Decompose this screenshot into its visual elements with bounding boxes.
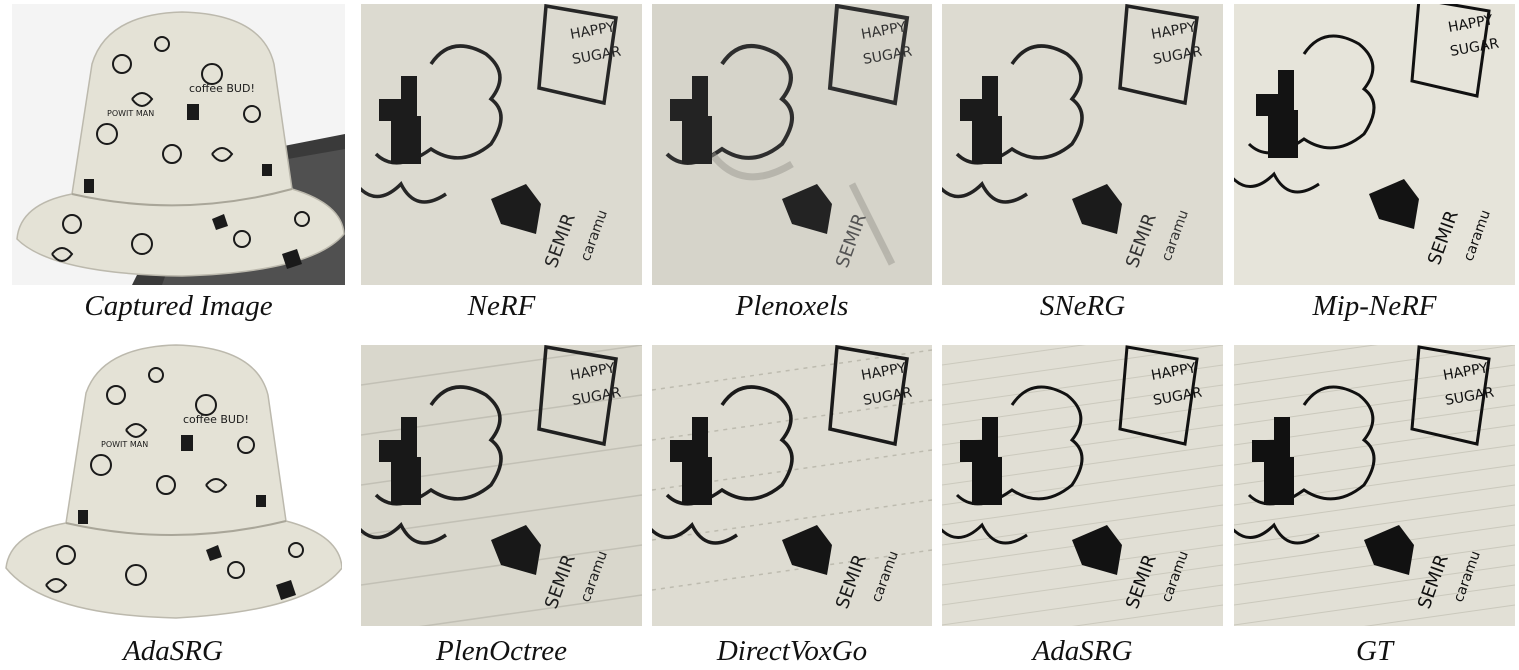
svg-text:coffee BUD!: coffee BUD! xyxy=(189,82,255,95)
adasrg-rendered-hat: coffee BUD! POWIT MAN xyxy=(4,343,342,626)
svg-text:HAPPY: HAPPY xyxy=(860,360,908,384)
svg-text:HAPPY: HAPPY xyxy=(1150,19,1198,43)
caption-directvoxgo: DirectVoxGo xyxy=(716,635,868,667)
crop-image-snerg: HAPPY SUGAR SEMIR caramu xyxy=(942,4,1223,285)
crop-image-plenoctree: HAPPY SUGAR SEMIR caramu xyxy=(361,345,642,626)
caption-adasrg-crop: AdaSRG xyxy=(1032,635,1133,667)
caption-nerf: NeRF xyxy=(467,290,536,322)
caption-mip-nerf: Mip-NeRF xyxy=(1312,290,1437,322)
captured-image-hat: coffee BUD! POWIT MAN xyxy=(12,4,345,285)
caption-plenoctree: PlenOctree xyxy=(436,635,567,667)
crop-image-plenoxels: HAPPY SUGAR SEMIR xyxy=(652,4,932,285)
crop-panel-snerg: HAPPY SUGAR SEMIR caramu xyxy=(942,4,1223,285)
svg-text:HAPPY: HAPPY xyxy=(569,19,617,43)
crop-image-directvoxgo: HAPPY SUGAR SEMIR caramu xyxy=(652,345,932,626)
caption-plenoxels: Plenoxels xyxy=(735,290,849,322)
caption-snerg: SNeRG xyxy=(1039,290,1126,322)
hat-photo-adasrg: coffee BUD! POWIT MAN xyxy=(4,343,342,626)
crop-panel-plenoxels: HAPPY SUGAR SEMIR xyxy=(652,4,932,285)
crop-image-gt: HAPPY SUGAR SEMIR caramu xyxy=(1234,345,1515,626)
crop-image-nerf: HAPPY SUGAR SEMIR caramu xyxy=(361,4,642,285)
svg-text:POWIT MAN: POWIT MAN xyxy=(101,440,148,449)
svg-text:coffee BUD!: coffee BUD! xyxy=(183,413,249,426)
caption-captured-image: Captured Image xyxy=(84,290,273,322)
svg-text:HAPPY: HAPPY xyxy=(569,360,617,384)
svg-text:POWIT MAN: POWIT MAN xyxy=(107,109,154,118)
crop-panel-gt: HAPPY SUGAR SEMIR caramu xyxy=(1234,345,1515,626)
crop-panel-nerf: HAPPY SUGAR SEMIR caramu xyxy=(361,4,642,285)
crop-panel-plenoctree: HAPPY SUGAR SEMIR caramu xyxy=(361,345,642,626)
crop-image-adasrg: HAPPY SUGAR SEMIR caramu xyxy=(942,345,1223,626)
svg-text:HAPPY: HAPPY xyxy=(1447,12,1495,36)
svg-text:HAPPY: HAPPY xyxy=(1150,360,1198,384)
svg-text:HAPPY: HAPPY xyxy=(860,19,908,43)
crop-image-mip-nerf: HAPPY SUGAR SEMIR caramu xyxy=(1234,4,1515,285)
crop-panel-directvoxgo: HAPPY SUGAR SEMIR caramu xyxy=(652,345,932,626)
crop-panel-mip-nerf: HAPPY SUGAR SEMIR caramu xyxy=(1234,4,1515,285)
svg-text:HAPPY: HAPPY xyxy=(1442,360,1490,384)
crop-panel-adasrg: HAPPY SUGAR SEMIR caramu xyxy=(942,345,1223,626)
caption-gt: GT xyxy=(1355,635,1394,667)
hat-photo-captured: coffee BUD! POWIT MAN xyxy=(12,4,345,285)
caption-adasrg-hat: AdaSRG xyxy=(123,635,223,667)
